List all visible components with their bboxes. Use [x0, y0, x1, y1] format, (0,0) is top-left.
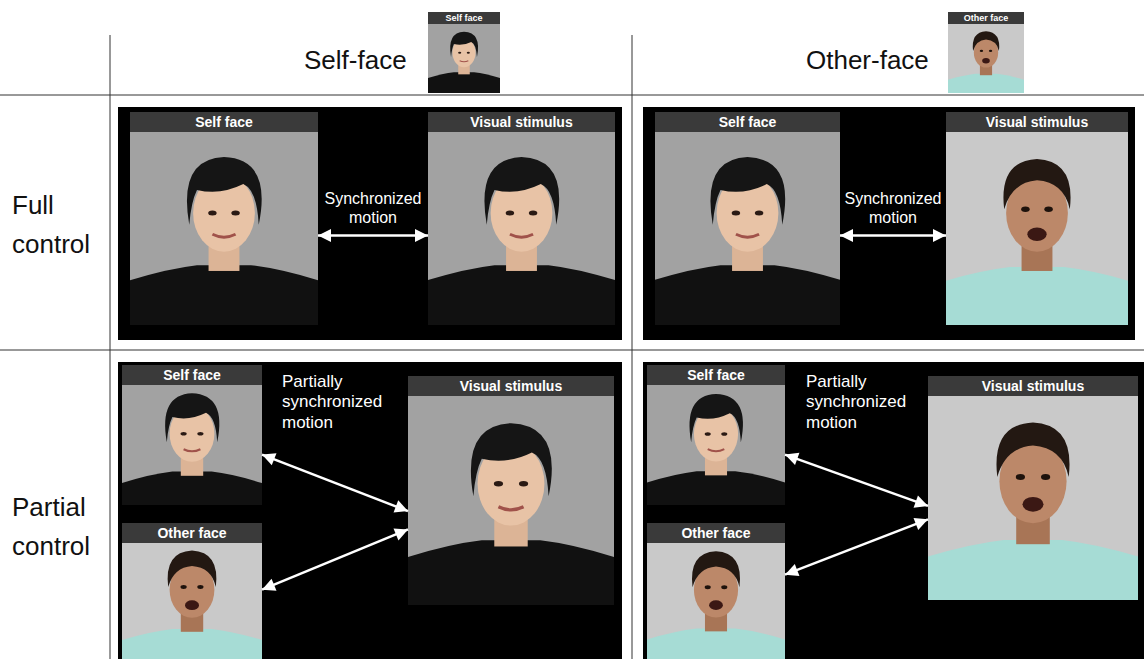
- photo-label-bar: Other face: [122, 523, 262, 543]
- photo-frame: Visual stimulus: [928, 376, 1138, 600]
- sync-arrow: [840, 229, 946, 242]
- photo-label-bar: Self face: [647, 365, 785, 385]
- row-header: Full control: [12, 186, 108, 264]
- column-header: Other-face: [806, 41, 929, 80]
- photo-label: Self face: [445, 13, 482, 23]
- arrow-head: [933, 229, 946, 242]
- photo-label-bar: Self face: [428, 12, 500, 24]
- photo-label-bar: Other face: [647, 523, 785, 543]
- sync-arrow: [262, 528, 408, 590]
- arrow-line: [840, 234, 946, 237]
- thumbnail-frame: Other face: [948, 12, 1024, 93]
- sync-arrow: [785, 453, 928, 508]
- sync-arrow: [262, 453, 408, 512]
- photo-label: Visual stimulus: [986, 114, 1088, 130]
- edge-label: Synchronized motion: [320, 189, 426, 227]
- photo-label: Visual stimulus: [982, 378, 1084, 394]
- arrow-head: [394, 500, 408, 512]
- arrow-head: [785, 564, 799, 576]
- arrow-line: [785, 519, 928, 574]
- column-header: Self-face: [304, 41, 407, 80]
- photo-frame: Self face: [647, 365, 785, 505]
- sync-arrow: [785, 518, 928, 576]
- photo-label-bar: Visual stimulus: [946, 112, 1128, 132]
- photo-label: Other face: [964, 13, 1009, 23]
- photo-label: Other face: [157, 525, 226, 541]
- arrow-head: [840, 229, 853, 242]
- photo-frame: Visual stimulus: [408, 376, 614, 605]
- arrow-line: [318, 234, 428, 237]
- photo-label-bar: Self face: [130, 112, 318, 132]
- arrow-head: [914, 518, 928, 530]
- photo-frame: Other face: [647, 523, 785, 659]
- photo-label: Self face: [195, 114, 253, 130]
- photo-label: Visual stimulus: [460, 378, 562, 394]
- thumbnail-frame: Self face: [428, 12, 500, 93]
- arrow-head: [262, 453, 276, 465]
- photo-frame: Self face: [655, 112, 840, 325]
- arrow-line: [262, 455, 408, 512]
- arrow-head: [914, 495, 928, 507]
- arrow-head: [394, 528, 408, 540]
- arrow-head: [318, 229, 331, 242]
- row-header: Partial control: [12, 488, 108, 566]
- arrow-head: [785, 453, 799, 465]
- photo-label-bar: Other face: [948, 12, 1024, 24]
- photo-label: Other face: [681, 525, 750, 541]
- photo-label: Self face: [719, 114, 777, 130]
- edge-label: Partially synchronized motion: [282, 372, 402, 433]
- arrow-head: [262, 579, 276, 591]
- photo-frame: Visual stimulus: [946, 112, 1128, 325]
- arrow-line: [785, 455, 928, 506]
- photo-label: Self face: [687, 367, 745, 383]
- edge-label: Partially synchronized motion: [806, 372, 926, 433]
- photo-label: Visual stimulus: [470, 114, 572, 130]
- photo-frame: Visual stimulus: [428, 112, 615, 325]
- photo-label-bar: Self face: [122, 365, 262, 385]
- photo-label: Self face: [163, 367, 221, 383]
- photo-label-bar: Self face: [655, 112, 840, 132]
- photo-label-bar: Visual stimulus: [408, 376, 614, 396]
- photo-frame: Other face: [122, 523, 262, 659]
- photo-label-bar: Visual stimulus: [928, 376, 1138, 396]
- photo-frame: Self face: [130, 112, 318, 325]
- sync-arrow: [318, 229, 428, 242]
- edge-label: Synchronized motion: [842, 189, 944, 227]
- photo-frame: Self face: [122, 365, 262, 505]
- arrow-head: [415, 229, 428, 242]
- arrow-line: [262, 529, 408, 589]
- photo-label-bar: Visual stimulus: [428, 112, 615, 132]
